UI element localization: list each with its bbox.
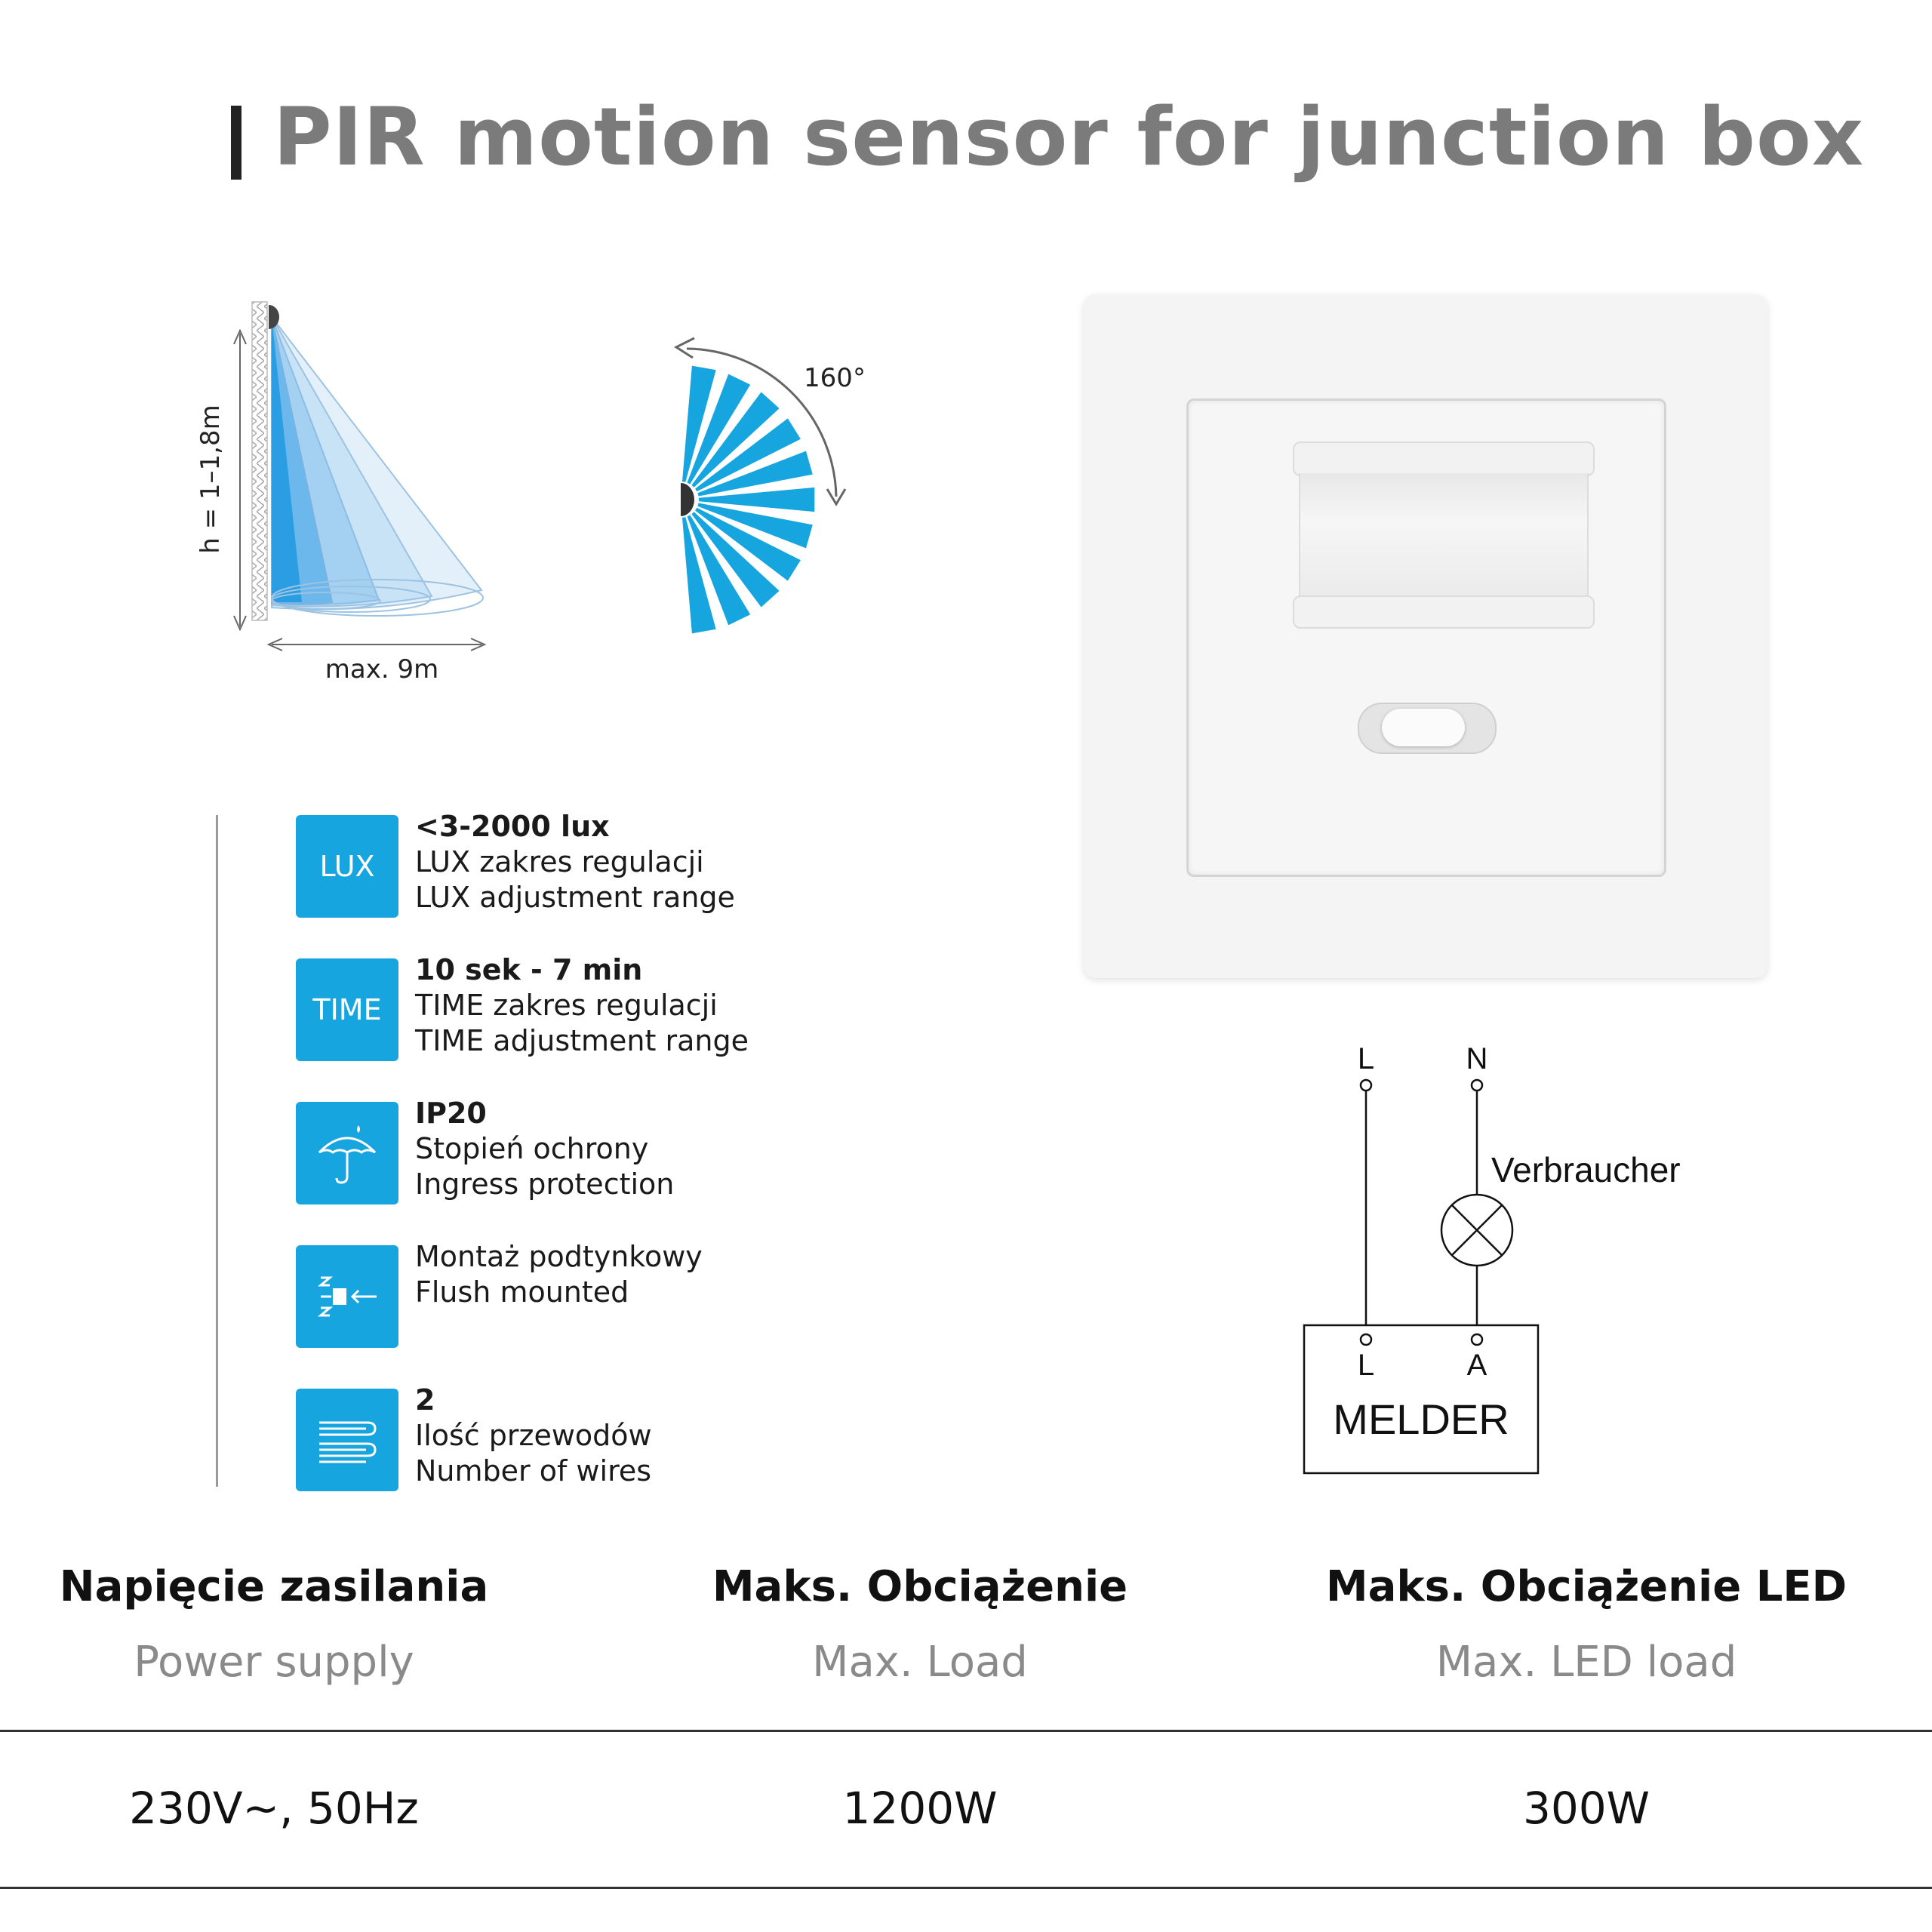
- detection-angle-diagram: 160°: [673, 337, 866, 634]
- melder-box: [1303, 1324, 1540, 1475]
- spec-power-heading: Napięcie zasilania: [59, 1562, 489, 1611]
- lux-icon-text: LUX: [319, 850, 375, 883]
- box-a-label: A: [1467, 1349, 1487, 1382]
- time-en-label: TIME adjustment range: [415, 1024, 749, 1057]
- feature-wires: 2 Ilość przewodów Number of wires: [296, 1383, 975, 1494]
- top-n-label: N: [1466, 1042, 1488, 1075]
- product-frame: [1084, 294, 1767, 978]
- time-icon-text: TIME: [312, 993, 382, 1026]
- wires-en-label: Number of wires: [415, 1454, 652, 1487]
- sensor-head-top: [681, 483, 694, 516]
- spec-load-value: 1200W: [842, 1783, 998, 1834]
- feature-lux: LUX <3-2000 lux LUX zakres regulacji LUX…: [296, 810, 975, 921]
- detection-zone-wedge: [695, 507, 801, 581]
- feature-list-divider: [216, 815, 218, 1487]
- top-l-label: L: [1358, 1042, 1374, 1075]
- angle-label: 160°: [804, 363, 866, 393]
- spec-load-heading: Maks. Obciążenie: [712, 1562, 1128, 1611]
- page-title: PIR motion sensor for junction box: [273, 91, 1865, 183]
- feature-flush-mount: Montaż podtynkowy Flush mounted: [296, 1240, 975, 1351]
- detection-zone-wedge: [697, 503, 813, 549]
- wires-icon: [296, 1389, 398, 1491]
- flush-en-label: Flush mounted: [415, 1275, 629, 1309]
- detection-side-view-diagram: max. 9m h = 1–1,8m: [195, 301, 487, 685]
- spec-power-subheading: Power supply: [134, 1638, 414, 1687]
- detection-zone-wedge: [682, 517, 716, 634]
- spec-led-subheading: Max. LED load: [1435, 1638, 1737, 1687]
- spec-led-value: 300W: [1522, 1783, 1651, 1834]
- range-label: max. 9m: [325, 654, 438, 685]
- detection-zone-wedge: [691, 512, 780, 608]
- lux-en-label: LUX adjustment range: [415, 881, 735, 914]
- time-icon: TIME: [296, 958, 398, 1061]
- ip-pl-label: Stopień ochrony: [415, 1132, 649, 1165]
- pir-lens: [1299, 473, 1589, 595]
- page-title-block: PIR motion sensor for junction box: [226, 85, 1863, 190]
- spec-led-heading: Maks. Obciążenie LED: [1325, 1562, 1847, 1611]
- sensor-head: [269, 305, 279, 329]
- time-pl-label: TIME zakres regulacji: [415, 989, 718, 1022]
- lux-pl-label: LUX zakres regulacji: [415, 845, 704, 878]
- detection-zone-wedge: [687, 374, 751, 485]
- spec-load-subheading: Max. Load: [812, 1638, 1028, 1687]
- spec-table-divider-bottom: [0, 1887, 1932, 1889]
- detection-zone-wedge: [695, 418, 801, 492]
- time-value: 10 sek - 7 min: [415, 953, 643, 986]
- detection-zone-wedge: [697, 451, 813, 497]
- wires-pl-label: Ilość przewodów: [415, 1419, 652, 1452]
- box-l-label: L: [1358, 1349, 1374, 1382]
- feature-ip: IP20 Stopień ochrony Ingress protection: [296, 1097, 975, 1208]
- lux-value: <3-2000 lux: [415, 810, 610, 843]
- spec-power-value: 230V~, 50Hz: [129, 1783, 419, 1834]
- ip-en-label: Ingress protection: [415, 1168, 675, 1201]
- ip-value: IP20: [415, 1097, 487, 1130]
- load-label: Verbraucher: [1491, 1150, 1681, 1189]
- product-inner-plate: [1186, 398, 1666, 877]
- spec-table-divider-top: [0, 1730, 1932, 1732]
- detection-zone-wedge: [698, 487, 815, 512]
- melder-label: MELDER: [1333, 1395, 1509, 1443]
- title-accent-bar: [231, 106, 242, 180]
- detection-fan: [682, 365, 815, 634]
- lux-icon: LUX: [296, 815, 398, 918]
- umbrella-icon: [296, 1102, 398, 1204]
- feature-time: TIME 10 sek - 7 min TIME zakres regulacj…: [296, 953, 975, 1064]
- wall-hatch: [251, 301, 268, 621]
- wiring-diagram: L N Verbraucher L A MELDER: [1303, 1042, 1681, 1475]
- detection-zone-wedge: [682, 365, 716, 482]
- flush-mount-icon: [296, 1245, 398, 1348]
- detection-zone-wedge: [687, 515, 751, 626]
- mode-switch[interactable]: [1358, 703, 1497, 754]
- detection-zone-wedge: [691, 392, 780, 488]
- flush-pl-label: Montaż podtynkowy: [415, 1240, 703, 1273]
- wires-value: 2: [415, 1383, 435, 1417]
- height-label: h = 1–1,8m: [195, 405, 226, 553]
